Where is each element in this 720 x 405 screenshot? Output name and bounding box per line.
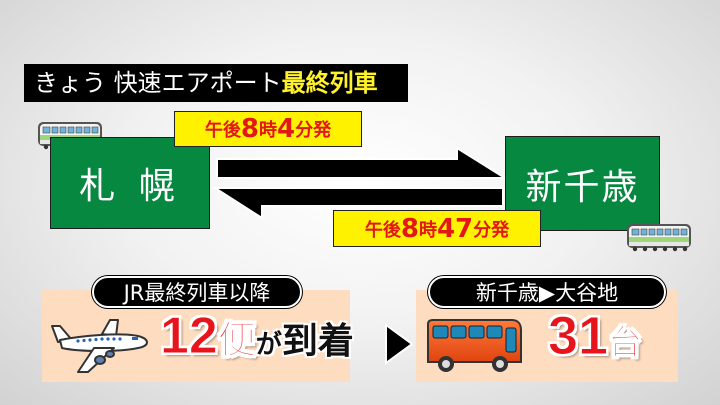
arrivals-number: 12 xyxy=(160,307,219,366)
bus-icon xyxy=(427,319,522,372)
arrivals-count: 12便が到着 xyxy=(160,307,354,366)
play-arrow-icon xyxy=(385,323,414,365)
station-sapporo-label: 札 幌 xyxy=(79,166,181,207)
bus-route-label: 新千歳▶大谷地 xyxy=(428,276,666,308)
station-new-chitose-label: 新千歳 xyxy=(525,166,640,208)
arrivals-unit: 便 xyxy=(217,320,256,363)
train-icon xyxy=(627,224,691,252)
bus-count: 31台 xyxy=(547,306,643,373)
bus-number: 31 xyxy=(547,306,609,367)
arrivals-label: JR最終列車以降 xyxy=(92,276,302,308)
headline-highlight: 最終列車 xyxy=(281,69,378,97)
station-sapporo: 札 幌 xyxy=(50,137,210,229)
bus-unit: 台 xyxy=(608,324,643,363)
airplane-icon xyxy=(51,319,148,373)
bidirectional-arrows-icon xyxy=(212,146,508,220)
headline-text: きょう 快速エアポート xyxy=(34,69,282,97)
headline-bar: きょう 快速エアポート最終列車 xyxy=(24,64,408,102)
